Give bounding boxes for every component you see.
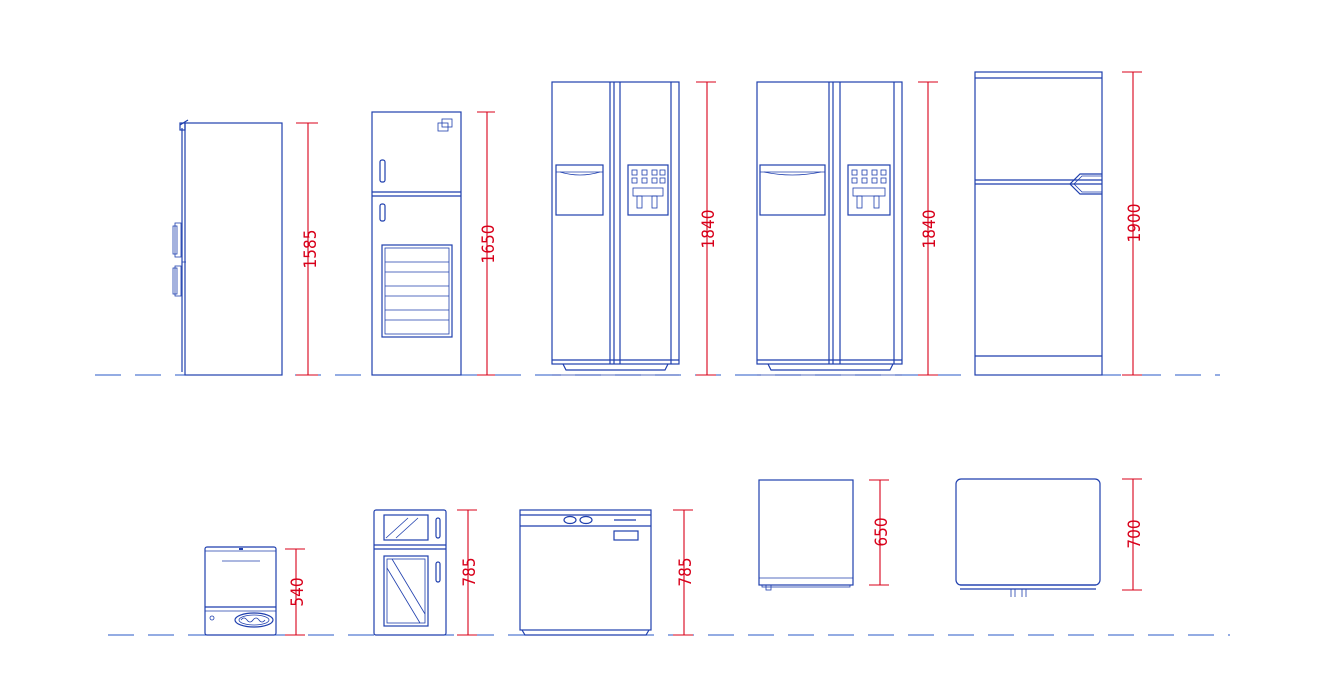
fridge-side-by-side-a [551,81,680,376]
dimension-fridge-4: 1840 [918,81,940,376]
dimension-fridge-1: 1585 [296,122,321,376]
dimension-appliance-10: 700 [1122,478,1145,591]
dimension-label-5: 1900 [1125,204,1145,243]
dimension-fridge-3: 1840 [696,81,719,376]
dimension-appliance-8: 785 [673,509,696,636]
dimension-label-4: 1840 [920,210,940,249]
dimension-label-6: 540 [288,577,308,606]
dimension-label-3: 1840 [699,210,719,249]
cube-fridge-elevation [758,479,854,591]
dimension-label-2: 1650 [479,225,499,264]
fridge-side-elevation [172,119,283,376]
dimension-appliance-9: 650 [869,479,892,586]
dimension-fridge-2: 1650 [477,111,499,376]
dimension-label-9: 650 [872,517,892,546]
wide-unit-elevation [955,478,1101,597]
dimension-label-1: 1585 [301,230,321,269]
dimension-appliance-6: 540 [285,548,308,636]
dimension-label-7: 785 [460,557,480,586]
mini-fridge-elevation [204,546,277,636]
dimension-fridge-5: 1900 [1122,71,1145,376]
fridge-side-by-side-b [756,81,903,376]
undercounter-double-door [373,509,447,636]
fridge-top-freezer [371,111,462,376]
dimension-appliance-7: 785 [457,509,480,636]
dishwasher-elevation [519,509,652,636]
dimension-label-8: 785 [676,557,696,586]
fridge-top-mount-large [974,71,1103,376]
dimension-label-10: 700 [1125,519,1145,548]
